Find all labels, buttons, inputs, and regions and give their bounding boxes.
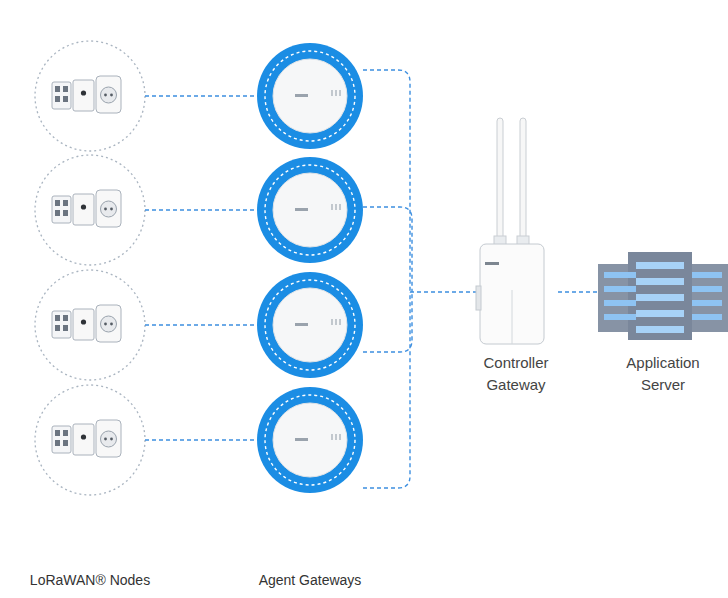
server-stripe <box>636 262 684 269</box>
link-wire <box>145 324 257 325</box>
dashed-connector <box>558 291 598 292</box>
column-label: Agent Gateways <box>235 571 385 589</box>
agent-gateway <box>257 387 363 493</box>
node-label: Controller Gateway <box>466 352 566 396</box>
logo-mark <box>485 262 499 265</box>
antenna <box>497 118 503 242</box>
server-stripe <box>636 294 684 301</box>
column-label: LoRaWAN® Nodes <box>15 571 165 589</box>
body-seam <box>512 290 513 344</box>
server-stripe <box>692 286 722 292</box>
server-stripe <box>692 300 722 306</box>
sensor-group <box>35 41 145 151</box>
server-stripe <box>604 300 636 306</box>
server-stripe <box>692 272 722 278</box>
backhaul-wire <box>363 70 410 292</box>
agent-gateway <box>257 43 363 149</box>
controller-device <box>476 118 544 344</box>
gateway-body <box>480 244 544 344</box>
server-stripe <box>604 286 636 292</box>
device-node: Application Server <box>598 248 728 402</box>
device-node: Controller Gateway <box>466 118 558 402</box>
mount <box>476 286 481 310</box>
antenna <box>520 118 526 242</box>
sensor-group <box>35 155 145 265</box>
server-stripe <box>636 278 684 285</box>
link-wire <box>145 439 257 440</box>
node-label: Application Server <box>613 352 713 396</box>
backhaul-wire <box>363 292 410 488</box>
server-stripe <box>636 326 684 333</box>
server-stripe <box>604 314 636 320</box>
link-wire <box>145 95 257 96</box>
sensor-group <box>35 385 145 495</box>
backhaul-wire <box>363 292 412 352</box>
server-stripe <box>692 314 722 320</box>
agent-gateway <box>257 157 363 263</box>
backhaul-wire <box>363 207 412 292</box>
server-rack <box>598 252 728 340</box>
server-stripe <box>604 272 636 278</box>
link-wire <box>145 209 257 210</box>
sensor-group <box>35 270 145 380</box>
server-unit <box>628 252 692 340</box>
backhaul-wire <box>410 291 480 292</box>
agent-gateway <box>257 272 363 378</box>
server-stripe <box>636 310 684 317</box>
